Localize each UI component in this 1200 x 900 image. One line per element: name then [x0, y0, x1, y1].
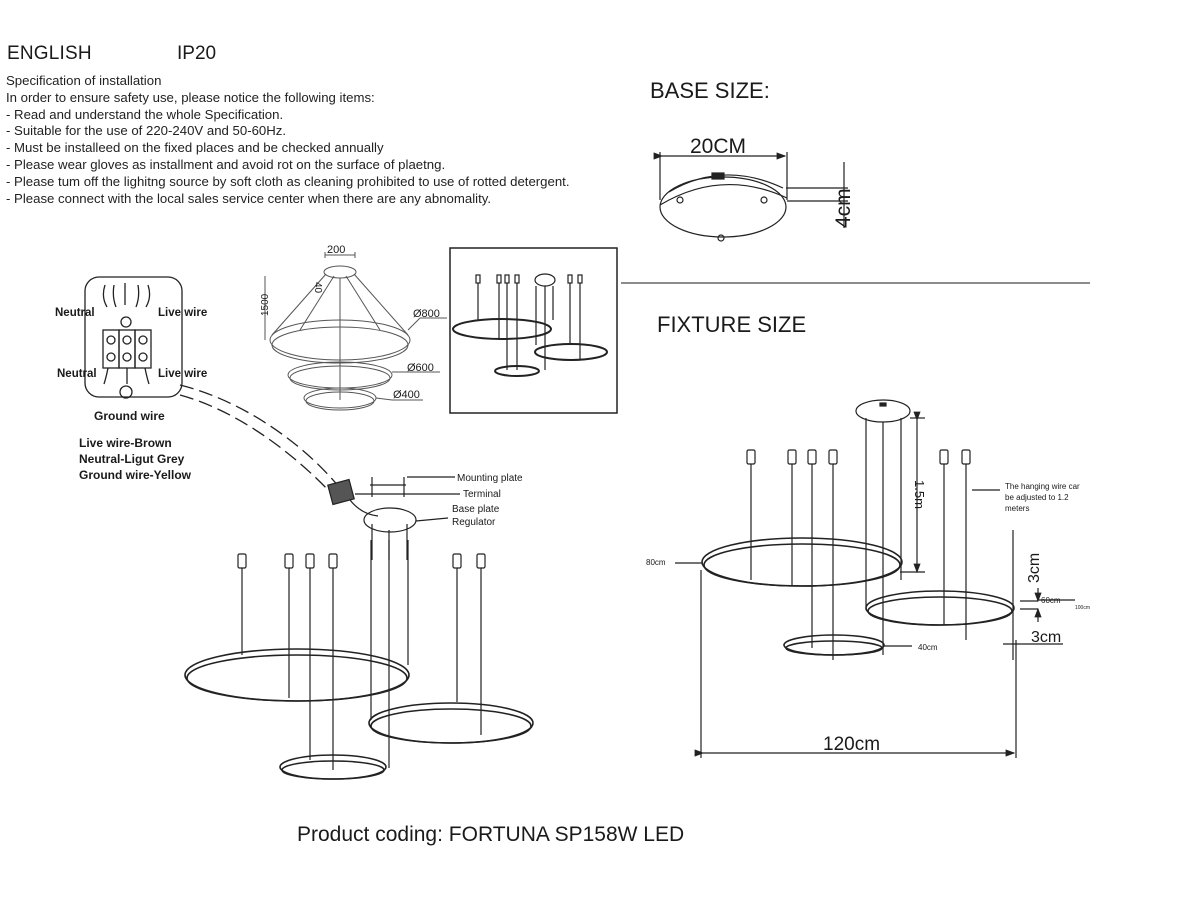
screw-icon — [760, 196, 768, 204]
diameter-label: Ø600 — [407, 362, 434, 374]
terminal-block-diagram — [84, 276, 341, 493]
canopy-height-label: 40 — [312, 282, 323, 294]
ip-rating: IP20 — [177, 43, 217, 64]
ring-large-label: 80cm — [646, 558, 666, 567]
drop-length-label: 1.5m — [912, 480, 927, 509]
ceiling-clip-icon — [452, 553, 462, 569]
ceiling-clip-icon — [787, 449, 797, 465]
spec-intro: In order to ensure safety use, please no… — [6, 89, 375, 105]
wire-legend-item: Live wire-Brown — [79, 436, 172, 450]
base-height-label: 4cm — [832, 188, 855, 228]
ceiling-clip-icon — [939, 449, 949, 465]
ring-inner — [785, 640, 883, 656]
ring-medium-label: 60cm — [1041, 596, 1061, 605]
ring-thickness-label: 3cm — [1031, 629, 1061, 646]
screw-icon — [717, 234, 725, 242]
width-small-label: 100cm — [1075, 605, 1090, 611]
mounting-detail — [327, 476, 460, 560]
base-vent — [711, 172, 725, 180]
ceiling-clip-icon — [746, 449, 756, 465]
thumbnail-frame — [449, 247, 618, 414]
diameter-label: Ø400 — [393, 389, 420, 401]
ceiling-clip-icon — [305, 553, 315, 569]
wire-dashed — [179, 394, 331, 493]
product-coding: Product coding: FORTUNA SP158W LED — [297, 823, 684, 847]
spec-item: - Read and understand the whole Specific… — [6, 106, 284, 122]
fixture-drawing-left — [184, 540, 534, 780]
ring-inner — [281, 760, 385, 780]
label-ground: Ground wire — [94, 409, 165, 423]
ceiling-clip-icon — [284, 553, 294, 569]
specification-block: Specification of installation In order t… — [6, 73, 570, 207]
connector-icon — [327, 478, 355, 506]
ring-gap-label: 3cm — [1026, 553, 1043, 583]
spec-item: - Suitable for the use of 220-240V and 5… — [6, 123, 287, 139]
ground-symbol-icon — [119, 385, 133, 399]
ring — [184, 648, 410, 702]
mount-label: Regulator — [452, 517, 496, 528]
thumbnail-drawing — [449, 247, 618, 414]
ceiling-clip-icon — [961, 449, 971, 465]
spec-item: - Please tum off the lighitng source by … — [6, 173, 570, 189]
base-width-label: 20CM — [690, 135, 746, 158]
ring — [865, 590, 1015, 626]
ring-inner — [867, 596, 1013, 626]
ring-inner — [186, 654, 408, 702]
ring-small-label: 40cm — [918, 643, 938, 652]
mount-label: Terminal — [463, 489, 501, 500]
ring-inner — [370, 708, 532, 744]
hanging-note-line: meters — [1005, 504, 1029, 513]
ceiling-clip-icon — [828, 449, 838, 465]
base-size-title: BASE SIZE: — [650, 78, 770, 103]
diameter-label: Ø800 — [413, 308, 440, 320]
ground-screw-icon — [120, 316, 132, 328]
spec-item: - Must be installeed on the fixed places… — [6, 140, 384, 156]
spec-item: - Please wear gloves as installment and … — [6, 156, 446, 172]
fixture-size-title: FIXTURE SIZE — [657, 312, 807, 337]
canopy-vent — [879, 402, 887, 407]
hanging-note-line: be adjusted to 1.2 — [1005, 493, 1069, 502]
top-width-label: 200 — [327, 244, 345, 256]
label-live-bottom: Live wire — [158, 368, 207, 380]
label-live-top: Live wire — [158, 307, 207, 319]
label-neutral-bottom: Neutral — [57, 368, 97, 380]
wire-dashed — [179, 384, 341, 489]
overall-width-label: 120cm — [823, 734, 880, 755]
spec-item: - Please connect with the local sales se… — [6, 190, 492, 206]
ring-inner — [703, 543, 901, 587]
label-neutral-top: Neutral — [55, 307, 95, 319]
perspective-drawing — [264, 252, 447, 411]
terminal-box — [84, 276, 183, 398]
fixture-size-drawing — [675, 399, 1075, 758]
ring — [701, 537, 903, 587]
total-height-label: 1500 — [260, 293, 271, 316]
ceiling-clip-icon — [807, 449, 817, 465]
ceiling-clip-icon — [328, 553, 338, 569]
product-label: Product coding: — [297, 823, 443, 846]
mount-label: Mounting plate — [457, 473, 523, 484]
hanging-note-line: The hanging wire car — [1005, 482, 1080, 491]
product-code: FORTUNA SP158W LED — [448, 823, 685, 846]
ceiling-clip-icon — [476, 553, 486, 569]
screw-icon — [676, 196, 684, 204]
wire-legend-item: Neutral-Ligut Grey — [79, 452, 185, 466]
mount-label: Base plate — [452, 504, 500, 515]
spec-title: Specification of installation — [6, 73, 162, 88]
ceiling-clip-icon — [237, 553, 247, 569]
language-heading: ENGLISH — [7, 43, 92, 64]
wire-legend-item: Ground wire-Yellow — [79, 468, 192, 482]
base-plate-outline — [659, 176, 787, 238]
base-size-drawing — [653, 152, 848, 242]
